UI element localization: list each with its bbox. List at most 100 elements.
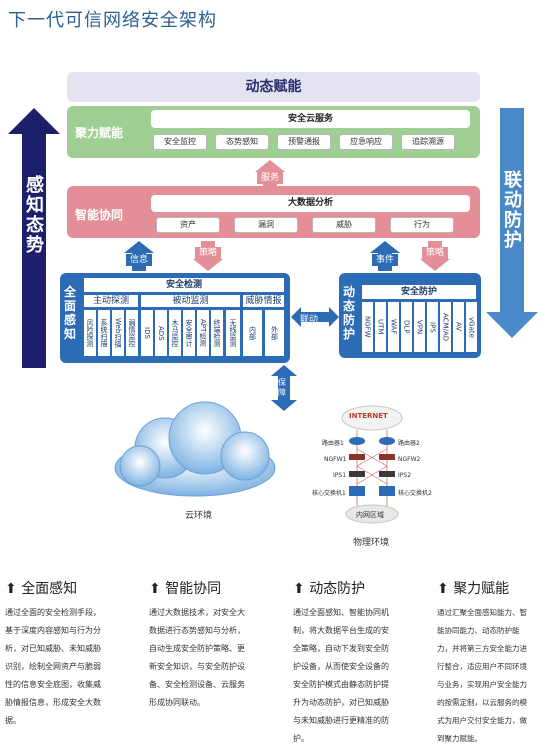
service-label: 服务: [257, 172, 283, 184]
cloud-caption: 云环境: [185, 511, 213, 521]
section-line: 与业务，实现用户安全能力: [437, 680, 527, 689]
layer1-label: 聚力赋能: [75, 126, 124, 140]
router2-label: 路由器2: [398, 440, 420, 447]
cell-ngfw: NGFW: [362, 302, 373, 352]
core2-label: 核心交换机2: [398, 490, 432, 497]
section-line: 通过大数据技术，对安全大: [149, 608, 245, 617]
chip-trace-source: 追踪溯源: [401, 134, 455, 150]
cell-ads: ADS: [155, 310, 167, 356]
cell-vgate: vGate: [466, 302, 477, 352]
internet-label: INTERNET: [349, 412, 388, 420]
section-collaboration: ⬆ 智能协同 通过大数据技术，对安全大 数据进行态势感知与分析， 自动生成安全防…: [149, 578, 279, 712]
dynamic-enable-band: 动态赋能: [67, 72, 480, 102]
cell-security-audit: 安全审计: [183, 310, 195, 356]
cell-weak-monitor: 弱情监控: [126, 310, 138, 356]
ngfw1-label: NGFW1: [324, 456, 347, 463]
policy-right-label: 策略: [422, 247, 448, 259]
chip-behavior: 行为: [390, 217, 454, 233]
section-line: 护。: [293, 734, 309, 743]
cell-vpn: VPN: [414, 302, 425, 352]
section-title: 聚力赋能: [453, 581, 510, 597]
section-line: 新安全知识，与安全防护设: [149, 662, 245, 671]
section-line: 到聚力赋能。: [437, 734, 482, 743]
cell-wireless-monitor: 无线监测: [226, 310, 240, 356]
cell-risk-probe: 风险探测: [84, 310, 96, 356]
section-defense: ⬆ 动态防护 通过全面感知、智能协同机 制，将大数据平台生成的安 全策略，自动下…: [293, 578, 423, 748]
section-line: 通过汇聚全面感知能力、智: [437, 608, 527, 617]
section-line: 析，对已知威胁、未知威胁: [5, 644, 101, 653]
cell-acm-ad: ACM/AD: [440, 302, 451, 352]
cell-waf: WAF: [388, 302, 399, 352]
cell-utm: UTM: [375, 302, 386, 352]
sense-arrow-icon: [8, 108, 60, 368]
chip-vulnerability: 漏洞: [234, 217, 298, 233]
chip-asset: 资产: [156, 217, 220, 233]
cell-system-scan: 系统扫描: [98, 310, 110, 356]
section-line: 基于深度内容感知与行为分: [5, 626, 101, 635]
section-line: 全策略，自动下发到安全防: [293, 644, 389, 653]
cell-dlp: DLP: [401, 302, 412, 352]
network-topology-icon: [341, 405, 403, 524]
event-label: 事件: [372, 254, 398, 266]
passive-monitor-header: 被动监测: [141, 295, 240, 307]
protect-double-arrow-icon: [271, 365, 297, 411]
router1-label: 路由器1: [322, 440, 344, 447]
up-arrow-icon: ⬆: [5, 581, 17, 597]
core1-label: 核心交换机1: [312, 490, 346, 497]
cloud-icon: [114, 401, 276, 497]
ips2-label: IPS2: [398, 472, 412, 479]
section-line: 据。: [5, 716, 21, 725]
ngfw2-label: NGFW2: [398, 456, 421, 463]
cell-endpoint-detect: 终端检测: [211, 310, 223, 356]
chip-security-monitor: 安全监控: [153, 134, 207, 150]
info-label: 信息: [126, 254, 152, 266]
layer2-label: 智能协同: [75, 208, 124, 222]
section-line: 式为用户交付安全能力，做: [437, 716, 527, 725]
section-line: 的按需定制，以云服务的模: [437, 698, 527, 707]
section-line: 能协同能力、动态防护能: [437, 626, 520, 635]
section-title: 动态防护: [309, 581, 366, 597]
chip-emergency-response: 应急响应: [339, 134, 393, 150]
section-title: 智能协同: [165, 581, 222, 597]
threat-intel-header: 威胁情报: [243, 295, 284, 307]
cloud-service-header: 安全云服务: [151, 110, 470, 128]
section-title: 全面感知: [21, 581, 78, 597]
cell-apt-detect: APT检测: [197, 310, 209, 356]
up-arrow-icon: ⬆: [149, 581, 161, 597]
intranet-label: 内网区域: [356, 511, 384, 519]
cell-av: AV: [453, 302, 464, 352]
up-arrow-icon: ⬆: [293, 581, 305, 597]
policy-left-label: 策略: [195, 247, 221, 259]
section-line: 数据进行态势感知与分析，: [149, 626, 245, 635]
link-double-arrow-icon: [291, 307, 339, 327]
section-line: 与未知威胁进行更精准的防: [293, 716, 389, 725]
section-line: 通过全面感知、智能协同机: [293, 608, 389, 617]
chip-early-warning: 预警通报: [277, 134, 331, 150]
section-perception: ⬆ 全面感知 通过全面的安全检测手段， 基于深度内容感知与行为分 析，对已知威胁…: [5, 578, 135, 730]
up-arrow-icon: ⬆: [437, 581, 449, 597]
section-line: 升为动态防护，对已知威胁: [293, 698, 389, 707]
chip-threat: 威胁: [312, 217, 376, 233]
section-line: 力，并将第三方安全能力进: [437, 644, 527, 653]
cell-external: 外部: [265, 310, 284, 356]
cell-ips: IPS: [427, 302, 438, 352]
link-label: 联动: [300, 315, 319, 325]
section-empower: ⬆ 聚力赋能 通过汇聚全面感知能力、智 能协同能力、动态防护能 力，并将第三方安…: [437, 578, 553, 748]
detection-header: 安全检测: [84, 278, 284, 292]
big-data-header: 大数据分析: [151, 195, 470, 212]
section-line: 性的信息安全底图，收集威: [5, 680, 101, 689]
protection-header: 安全防护: [362, 285, 476, 299]
defense-arrow-label: 联动防护: [501, 170, 522, 250]
section-line: 护设备，从而使安全设备的: [293, 662, 389, 671]
perception-label: 全面感知: [64, 285, 79, 341]
active-probe-header: 主动探测: [84, 295, 138, 307]
protect-label: 保障: [278, 378, 286, 397]
section-line: 胁情报信息，形成安全大数: [5, 698, 101, 707]
cell-trojan-monitor: 木马监控: [169, 310, 181, 356]
chip-situation-awareness: 态势感知: [215, 134, 269, 150]
defense-arrow-icon: [486, 108, 538, 338]
physical-caption: 物理环境: [353, 538, 390, 548]
section-line: 自动生成安全防护策略、更: [149, 644, 245, 653]
section-line: 形成协同联动。: [149, 698, 205, 707]
section-line: 行整合，适应用户不同环境: [437, 662, 527, 671]
